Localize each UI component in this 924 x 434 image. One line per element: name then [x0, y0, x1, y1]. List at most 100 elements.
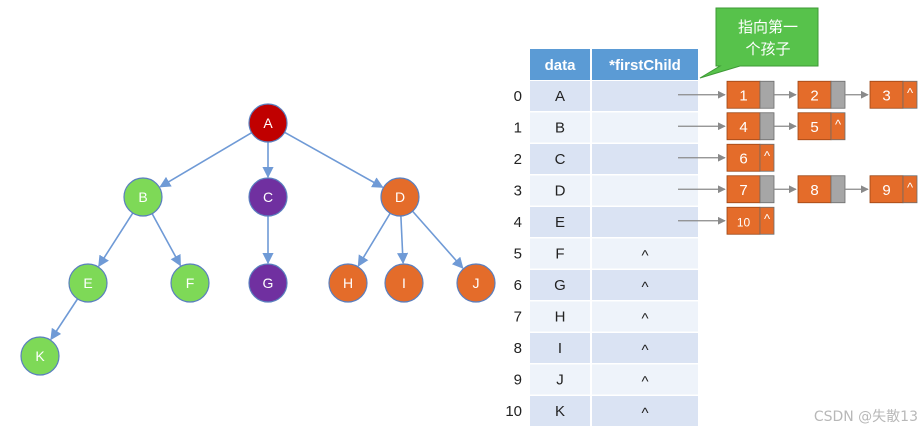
- table-row-index-8: 8: [514, 340, 522, 357]
- table-header-cell-data: [530, 49, 590, 80]
- table-row-data-3: D: [555, 183, 566, 200]
- list-node-next-8: [830, 175, 846, 204]
- table-row-1-pointer-cell: [592, 112, 698, 143]
- list-node-5: [797, 112, 832, 141]
- table-row-index-1: 1: [514, 120, 522, 137]
- tree-node-A: [248, 103, 288, 143]
- table-row-4-data-cell: [530, 207, 590, 237]
- callout-line-1: 指向第一: [738, 18, 798, 36]
- table-row-pointer-8: ^: [641, 342, 648, 359]
- list-node-6: [726, 143, 761, 172]
- table-row-index-5: 5: [514, 246, 522, 263]
- table-row-8-pointer-cell: [592, 333, 698, 363]
- table-row-7-pointer-cell: [592, 301, 698, 332]
- tree-node-D: [380, 177, 420, 217]
- tree-node-label-E: E: [83, 275, 92, 291]
- tree-node-G: [248, 263, 288, 303]
- table-row-5-data-cell: [530, 238, 590, 269]
- table-row-index-9: 9: [514, 372, 522, 389]
- table-row-pointer-5: ^: [641, 248, 648, 265]
- table-row-pointer-10: ^: [641, 405, 648, 422]
- table-row-data-9: J: [556, 372, 564, 389]
- list-null-5: ^: [835, 117, 842, 132]
- table-row-index-10: 10: [505, 403, 522, 420]
- list-null-3: ^: [907, 85, 914, 100]
- list-null-10: ^: [764, 211, 771, 226]
- table-row-8-data-cell: [530, 333, 590, 363]
- list-node-8: [797, 175, 832, 204]
- table-row-data-6: G: [554, 277, 566, 294]
- tree-edge-B-F: [151, 213, 182, 267]
- list-node-2: [797, 80, 832, 109]
- tree-edge-A-B: [159, 131, 253, 188]
- tree-edge-D-I: [397, 215, 409, 265]
- list-node-label-1: 1: [739, 87, 747, 104]
- callout: 指向第一 个孩子: [699, 7, 819, 79]
- table-row-index-4: 4: [514, 214, 522, 231]
- tree-edge-D-H: [357, 212, 391, 267]
- table-row-index-2: 2: [514, 151, 522, 168]
- list-node-next-4: [759, 112, 775, 141]
- table-row-data-0: A: [555, 88, 565, 105]
- table-header-data: data: [545, 57, 577, 74]
- tree-edge-D-J: [411, 210, 464, 269]
- table-row-pointer-9: ^: [641, 374, 648, 391]
- tree-node-E: [68, 263, 108, 303]
- table-row-6-data-cell: [530, 270, 590, 300]
- table-row-4-pointer-cell: [592, 207, 698, 237]
- table-row-9-pointer-cell: [592, 364, 698, 395]
- tree-edges: [50, 131, 464, 341]
- tree-edge-B-E: [98, 212, 134, 268]
- table-row-0-pointer-cell: [592, 81, 698, 111]
- tree-edge-E-K: [50, 298, 79, 341]
- list-node-next-10: [759, 206, 775, 235]
- tree-node-label-I: I: [402, 275, 406, 291]
- table-row-6-pointer-cell: [592, 270, 698, 300]
- table-row-10-data-cell: [530, 396, 590, 426]
- table-row-1-data-cell: [530, 112, 590, 143]
- table-row-data-1: B: [555, 120, 565, 137]
- table-row-data-10: K: [555, 403, 565, 420]
- list-node-label-2: 2: [810, 87, 818, 104]
- list-node-label-4: 4: [739, 119, 747, 136]
- tree-node-label-D: D: [395, 189, 405, 205]
- tree-edge-A-D: [284, 131, 384, 188]
- list-null-6: ^: [764, 148, 771, 163]
- table-row-10-pointer-cell: [592, 396, 698, 426]
- list-node-3: [869, 80, 904, 109]
- table-header-firstchild: *firstChild: [609, 57, 681, 74]
- table-row-index-3: 3: [514, 183, 522, 200]
- table-row-2-pointer-cell: [592, 144, 698, 174]
- tree-node-label-J: J: [473, 275, 480, 291]
- list-node-next-2: [830, 80, 846, 109]
- list-node-next-3: [902, 80, 918, 109]
- tree-node-label-K: K: [35, 348, 45, 364]
- table-row-7-data-cell: [530, 301, 590, 332]
- tree-node-label-B: B: [138, 189, 147, 205]
- list-node-label-8: 8: [810, 182, 818, 199]
- tree-node-label-G: G: [263, 275, 274, 291]
- table-row-data-8: I: [558, 340, 562, 357]
- list-node-label-10: 10: [737, 215, 751, 229]
- table-header-cell-firstchild: [592, 49, 698, 80]
- list-node-label-7: 7: [739, 182, 747, 199]
- tree-node-H: [328, 263, 368, 303]
- tree-node-label-F: F: [186, 275, 195, 291]
- tree-node-K: [20, 336, 60, 376]
- table-row-pointer-7: ^: [641, 311, 648, 328]
- list-node-9: [869, 175, 904, 204]
- list-node-label-9: 9: [882, 182, 890, 199]
- table-row-2-data-cell: [530, 144, 590, 174]
- table-row-index-7: 7: [514, 309, 522, 326]
- callout-bubble: [699, 7, 819, 79]
- list-node-next-7: [759, 175, 775, 204]
- table-row-3-data-cell: [530, 175, 590, 206]
- table-row-5-pointer-cell: [592, 238, 698, 269]
- table-row-9-data-cell: [530, 364, 590, 395]
- list-node-label-5: 5: [810, 119, 818, 136]
- table-row-0-data-cell: [530, 81, 590, 111]
